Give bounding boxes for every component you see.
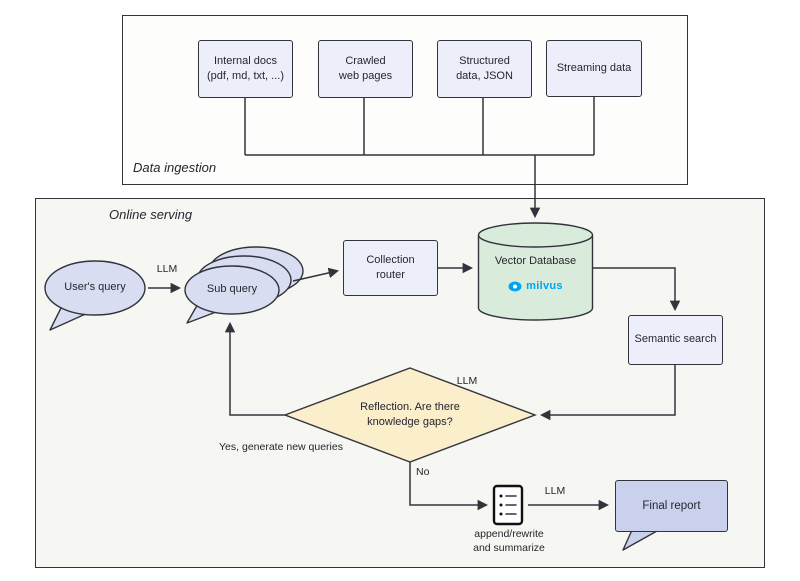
append-summarize-label: append/rewrite and summarize bbox=[473, 528, 545, 555]
milvus-logo-icon bbox=[508, 281, 522, 291]
yes-branch-label: Yes, generate new queries bbox=[219, 441, 343, 453]
edge-db-to-search bbox=[593, 267, 681, 312]
edge-search-to-diamond bbox=[539, 365, 676, 421]
node-semantic-search: Semantic search bbox=[628, 315, 723, 365]
llm-label-query: LLM bbox=[156, 263, 178, 275]
node-internal-docs: Internal docs (pdf, md, txt, ...) bbox=[198, 40, 293, 98]
llm-label-reflection: LLM bbox=[456, 375, 478, 387]
milvus-logo: milvus bbox=[479, 278, 592, 294]
vector-database-cylinder bbox=[477, 222, 594, 321]
node-crawled-web-pages: Crawled web pages bbox=[318, 40, 413, 98]
edge-diamond-to-subquery bbox=[224, 321, 285, 416]
users-query-bubble bbox=[44, 260, 146, 331]
no-branch-label: No bbox=[416, 466, 430, 478]
online-serving-title: Online serving bbox=[109, 207, 193, 222]
final-report-tail bbox=[622, 529, 658, 551]
sub-query-bubbles bbox=[184, 246, 304, 324]
milvus-logo-text: milvus bbox=[526, 280, 563, 292]
edge-subquery-to-router bbox=[292, 267, 340, 282]
node-collection-router: Collection router bbox=[343, 240, 438, 296]
data-ingestion-title: Data ingestion bbox=[133, 160, 217, 175]
node-structured-data: Structured data, JSON bbox=[437, 40, 532, 98]
node-streaming-data: Streaming data bbox=[546, 40, 642, 97]
edge-ingestion-bus bbox=[244, 97, 595, 219]
node-final-report: Final report bbox=[615, 480, 728, 532]
document-icon bbox=[492, 484, 524, 526]
llm-label-report: LLM bbox=[544, 485, 566, 497]
edge-diamond-to-document bbox=[409, 462, 489, 511]
